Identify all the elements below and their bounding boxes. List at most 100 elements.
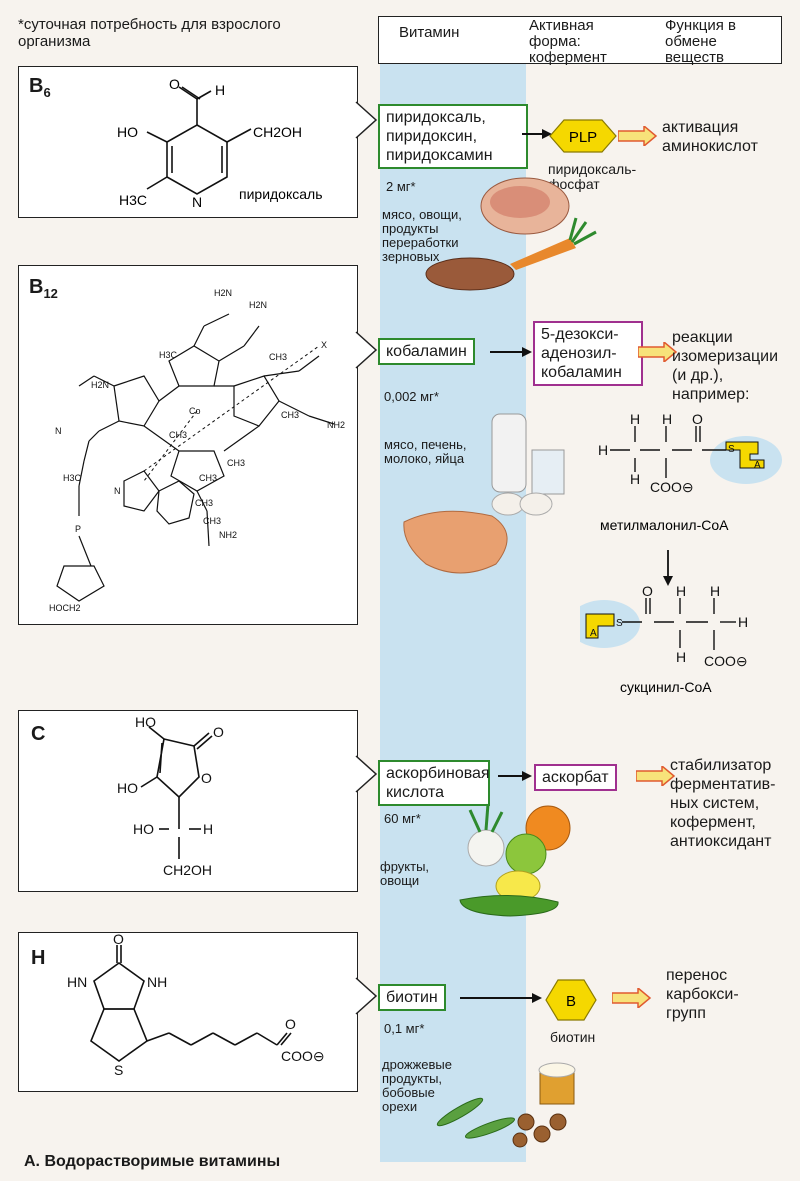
h-sources: дрожжевые продукты, бобовые орехи <box>382 1057 453 1114</box>
h-callout <box>355 977 378 1015</box>
b6-sources: мясо, овощи, продукты переработки зернов… <box>382 207 462 264</box>
sc-h2: H <box>676 649 686 665</box>
b12-atom-h3c-1: H3C <box>159 350 178 360</box>
figure-caption: A. Водорастворимые витамины <box>24 1153 281 1170</box>
sc-coo: COO⊖ <box>704 653 748 669</box>
c-atom-ho3: HO <box>133 821 154 837</box>
b12-atom-n-2: N <box>114 486 121 496</box>
b12-product: сукцинил-CoA <box>620 679 712 695</box>
c-label: C <box>31 723 46 745</box>
b12-atom-ch3-1: CH3 <box>269 352 287 362</box>
b12-atom-ch3-3: CH3 <box>169 430 187 440</box>
c-structure-box: C HO O O HO HO H CH2OH <box>18 710 358 892</box>
c-sources: фрукты, овощи <box>380 859 430 888</box>
b6-label: B6 <box>29 75 51 100</box>
c-atom-ch2oh: CH2OH <box>163 862 212 878</box>
header-coenzyme: Активная форма: кофермент <box>529 17 607 66</box>
b12-atom-ch3-5: CH3 <box>195 498 213 508</box>
h-food-illustration <box>436 1062 576 1148</box>
h-label: H <box>31 947 46 969</box>
c-atom-ho2: HO <box>117 780 138 796</box>
b6-vitamin-box: пиридоксаль, пиридоксин, пиридоксамин <box>378 104 528 169</box>
b12-vitamin-box: кобаламин <box>378 338 475 365</box>
mm-coo: COO⊖ <box>650 479 694 495</box>
h-atom-coo: COO⊖ <box>281 1048 325 1064</box>
footnote: *суточная потребность для взрослого орга… <box>18 16 281 50</box>
b12-coenzyme-box: 5-дезокси-аденозил-кобаламин <box>533 321 643 386</box>
b6-food-illustration <box>425 177 597 291</box>
c-coenzyme-box: аскорбат <box>534 764 617 791</box>
b12-function-arrow <box>638 342 678 362</box>
b6-dose: 2 мг* <box>386 179 416 194</box>
h-function-arrow <box>612 988 652 1008</box>
c-atom-ho1: HO <box>135 714 156 730</box>
pyridoxal-structure: O H CH2OH HO H3C N пиридоксаль <box>117 76 323 210</box>
b6-atom-ho: HO <box>117 124 138 140</box>
h-dose: 0,1 мг* <box>384 1021 425 1036</box>
sc-o: O <box>642 583 653 599</box>
b6-atom-o: O <box>169 76 180 92</box>
b12-atom-h3c-2: H3C <box>63 473 82 483</box>
h-function: перенос карбокси-групп <box>666 967 739 1022</box>
mm-a: A <box>754 460 761 471</box>
b12-function: реакции изомеризации (и др.), например: <box>672 329 778 403</box>
b6-structure-box: B6 O H CH2OH HO H3C N пиридоксаль <box>18 66 358 218</box>
c-function: стабилизатор ферментатив-ных систем, коф… <box>670 757 776 850</box>
b6-structure-name: пиридоксаль <box>239 186 323 202</box>
mm-h3: H <box>630 471 640 487</box>
h-atom-o1: O <box>113 933 124 947</box>
c-vitamin-box: аскорбиновая кислота <box>378 760 490 806</box>
c-function-arrow <box>636 766 676 786</box>
b12-structure-box: B12 Co X H2N <box>18 265 358 625</box>
b12-atom-ch3-4: CH3 <box>227 458 245 468</box>
c-food-illustration <box>459 803 571 917</box>
b12-atom-p: P <box>75 524 81 534</box>
b12-atom-n-1: N <box>55 426 62 436</box>
b6-atom-ch2oh: CH2OH <box>253 124 302 140</box>
b12-arrow <box>490 347 532 357</box>
header-function: Функция в обмене веществ <box>665 17 736 66</box>
biotin-structure: O HN NH S O COO⊖ <box>67 933 325 1078</box>
plp-hexagon: PLP <box>549 119 617 153</box>
b12-atom-nh2-2: NH2 <box>219 530 237 540</box>
mm-h2: H <box>630 412 640 427</box>
sc-h3: H <box>710 583 720 599</box>
b12-atom-x: X <box>321 340 327 350</box>
b12-sources: мясо, печень, молоко, яйца <box>384 437 467 466</box>
b12-atom-ch3-6: CH3 <box>199 473 217 483</box>
b12-atom-co: Co <box>189 406 201 416</box>
b12-atom-hoch2: HOCH2 <box>49 603 81 613</box>
sc-a: A <box>590 628 597 639</box>
cobalamin-structure: Co X H2N H2N H2N NH2 NH2 H3C CH3 CH3 CH3… <box>49 288 345 613</box>
c-callout <box>355 755 378 793</box>
mm-s: S <box>728 444 735 455</box>
b6-atom-n: N <box>192 194 202 210</box>
b6-atom-h3c: H3C <box>119 192 147 208</box>
h-vitamin-box: биотин <box>378 984 446 1011</box>
ascorbic-acid-structure: HO O O HO HO H CH2OH <box>117 714 224 878</box>
b12-substrate: метилмалонил-CoA <box>600 517 729 533</box>
b12-dose: 0,002 мг* <box>384 389 439 404</box>
c-dose: 60 мг* <box>384 811 421 826</box>
svg-text:PLP: PLP <box>569 129 597 146</box>
b12-food-illustration <box>403 413 565 574</box>
b6-function-arrow <box>618 126 658 146</box>
isomerization-reaction: H H H H O COO⊖ S A метилмалонил-CoA S A … <box>580 412 782 695</box>
c-atom-o2: O <box>201 770 212 786</box>
b12-atom-ch3-2: CH3 <box>281 410 299 420</box>
h-atom-hn: HN <box>67 974 87 990</box>
h-arrow <box>460 993 542 1003</box>
c-atom-o1: O <box>213 724 224 740</box>
b6-arrow <box>522 129 552 139</box>
b6-callout <box>355 101 378 139</box>
h-atom-nh: NH <box>147 974 167 990</box>
b6-atom-h: H <box>215 82 225 98</box>
b12-label: B12 <box>29 276 58 301</box>
header-vitamin: Витамин <box>399 24 460 41</box>
vitamin-column-band <box>380 62 526 1162</box>
b12-atom-nh2-1: NH2 <box>327 420 345 430</box>
biotin-hexagon: B <box>545 979 597 1021</box>
b6-function: активация аминокислот <box>662 119 758 155</box>
h-atom-s: S <box>114 1062 123 1078</box>
sc-h1: H <box>676 583 686 599</box>
